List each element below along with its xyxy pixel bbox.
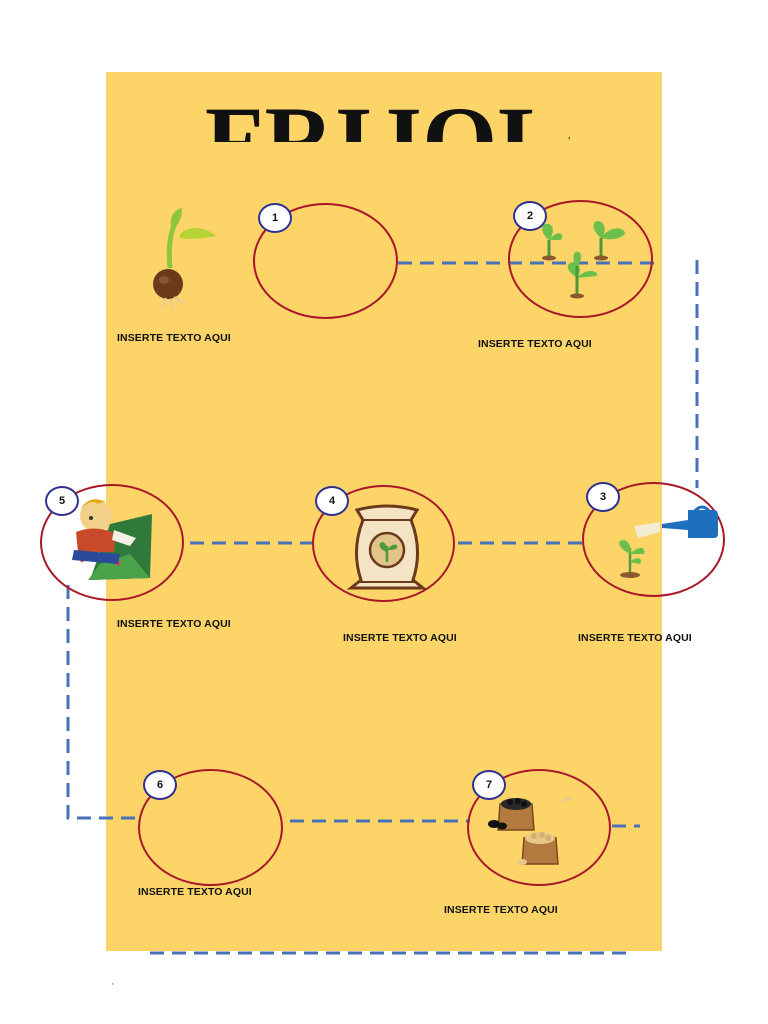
step-4-label: INSERTE TEXTO AQUI <box>343 632 457 644</box>
intro-label: INSERTE TEXTO AQUI <box>117 332 231 344</box>
step-3-label: INSERTE TEXTO AQUI <box>578 632 692 644</box>
step-2-label: INSERTE TEXTO AQUI <box>478 338 592 350</box>
step-1-badge: 1 <box>258 203 292 233</box>
child-gardening-icon <box>60 494 156 582</box>
step-7-label: INSERTE TEXTO AQUI <box>444 904 558 916</box>
bean-sacks-icon <box>486 792 576 870</box>
step-6-badge: 6 <box>143 770 177 800</box>
watering-can-icon <box>606 504 720 580</box>
stray-mark-step7: ' <box>554 882 556 891</box>
sprouting-seed-icon <box>140 208 220 312</box>
seed-bag-icon <box>343 500 431 592</box>
seedlings-icon <box>535 218 630 302</box>
step-6-label: INSERTE TEXTO AQUI <box>138 886 252 898</box>
stray-mark-bottom: ' <box>112 982 114 991</box>
step-5-label: INSERTE TEXTO AQUI <box>117 618 231 630</box>
